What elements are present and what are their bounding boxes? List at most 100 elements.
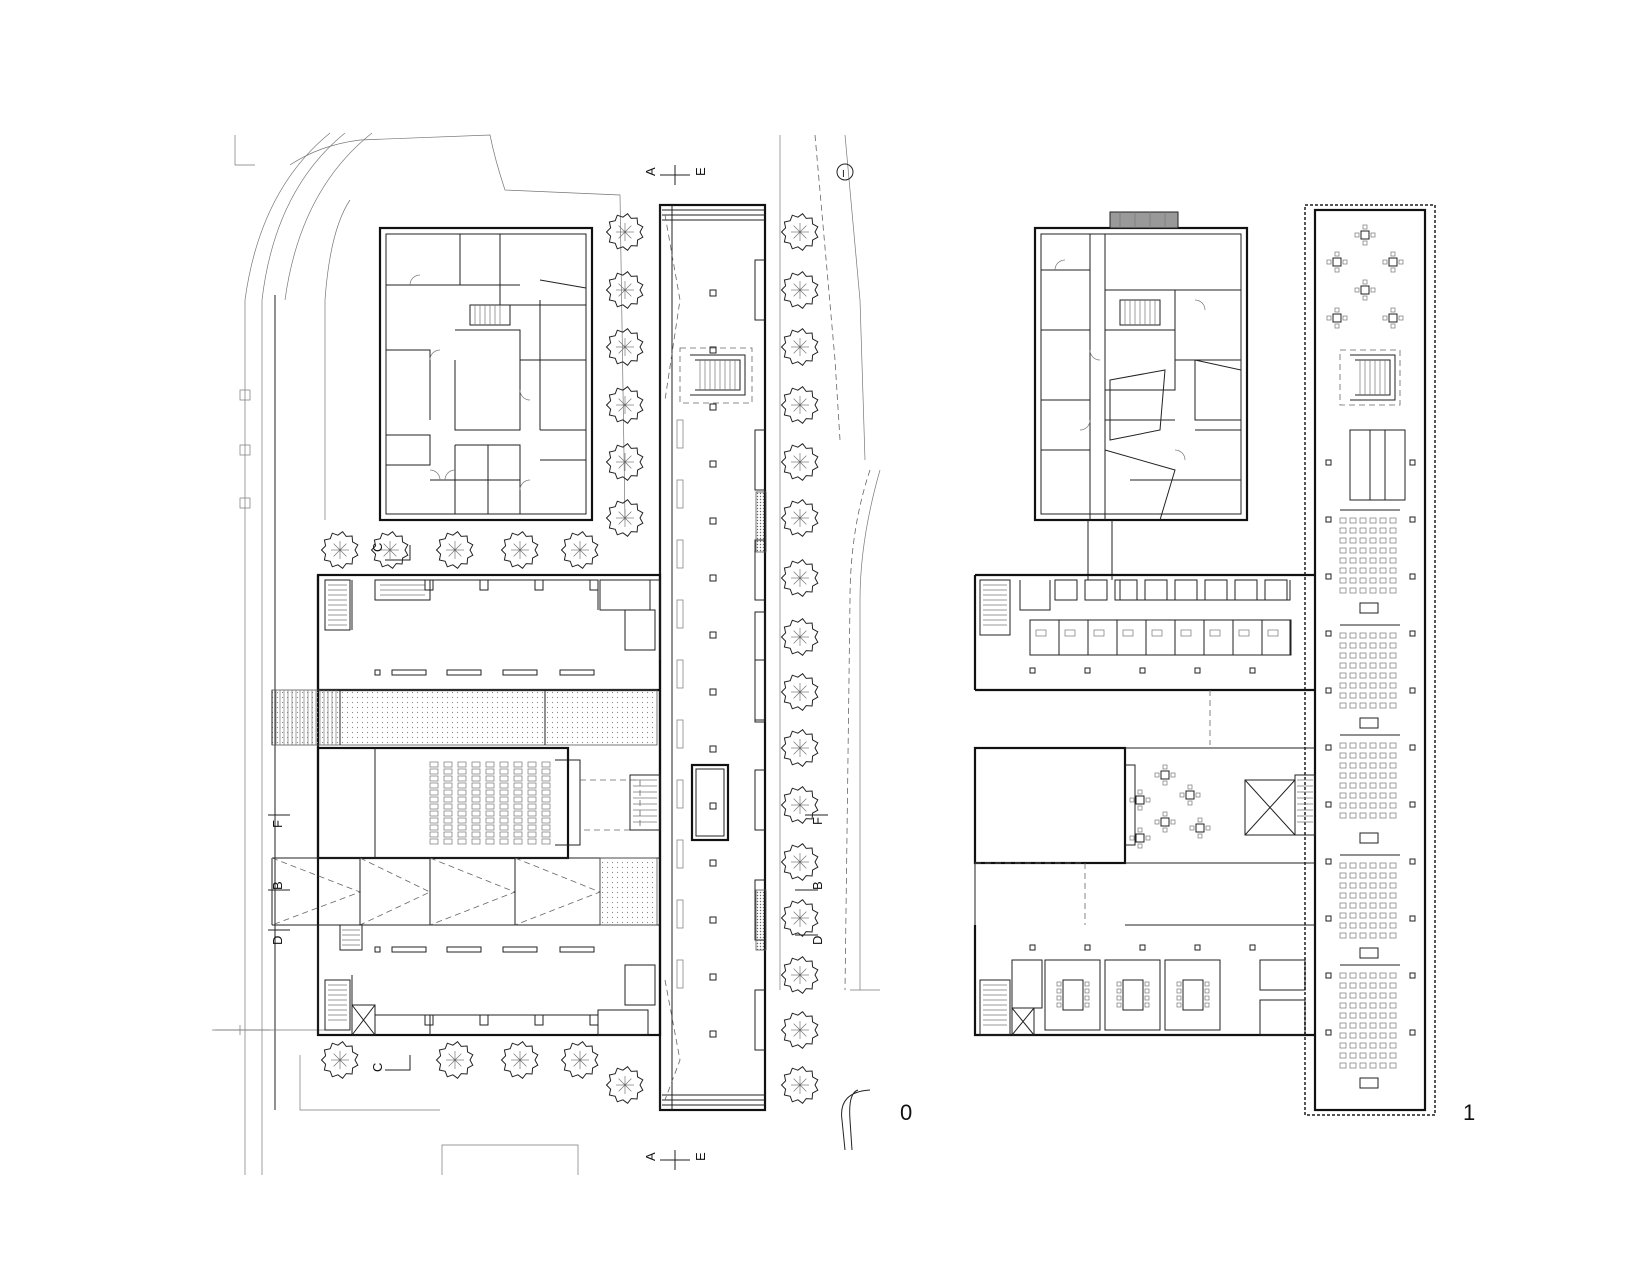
section-mark-C-bottom: C [370,1063,385,1072]
seat-icon [429,810,439,817]
seat-icon [1339,892,1347,899]
seat-icon [1339,802,1347,809]
bench [559,946,595,953]
seat-icon [1359,892,1367,899]
meeting-room [1044,959,1101,1031]
seat-icon [1339,642,1347,649]
seat-icon [1389,782,1397,789]
seat-icon [1369,517,1377,524]
seat-icon [1339,932,1347,939]
seat-icon [1339,527,1347,534]
seat-icon [1349,782,1357,789]
column [1249,667,1256,674]
seat-icon [1359,702,1367,709]
seat-icon [1389,862,1397,869]
seat-icon [1349,517,1357,524]
seat-icon [1369,742,1377,749]
column [709,745,717,753]
seat-icon [527,768,537,775]
seat-icon [1369,682,1377,689]
seat-icon [1349,632,1357,639]
seat-icon [1359,527,1367,534]
seat-icon [1204,981,1210,987]
seat-icon [1369,567,1377,574]
seat-icon [1359,972,1367,979]
office-cell [1087,619,1118,656]
seat-icon [1379,812,1387,819]
tree-icon [780,499,819,537]
seat-icon [1359,557,1367,564]
seat-icon [429,838,439,845]
seat-icon [499,768,509,775]
seat-icon [1349,762,1357,769]
tree-icon [560,1041,599,1079]
seat-icon [1116,1002,1122,1008]
seat-icon [457,796,467,803]
seat-icon [1379,1052,1387,1059]
seat-icon [1084,988,1090,994]
seat-icon [1116,995,1122,1001]
seat-icon [1369,792,1377,799]
seat-icon [1349,692,1357,699]
bench [676,779,684,809]
office-cell [1261,619,1292,656]
seat-icon [1389,672,1397,679]
first-floor-plan: 1 [973,204,1475,1125]
seat-icon [471,838,481,845]
seat-icon [1379,782,1387,789]
seat-icon [1369,782,1377,789]
seat-icon [1339,557,1347,564]
seat-icon [527,775,537,782]
desk [1238,629,1250,637]
seat-icon [1389,692,1397,699]
seat-icon [1359,792,1367,799]
seat-icon [1389,892,1397,899]
seat-icon [429,824,439,831]
seat-icon [541,817,551,824]
seat-icon [485,810,495,817]
seat-icon [1349,527,1357,534]
seat-icon [1339,537,1347,544]
column [1194,944,1201,951]
column [709,631,717,639]
seat-icon [1369,932,1377,939]
seat-icon [541,824,551,831]
seat-icon [1379,752,1387,759]
lectern [1359,602,1379,614]
seat-icon [1379,557,1387,564]
seat-icon [1379,692,1387,699]
bench [502,669,538,676]
seat-icon [1339,1052,1347,1059]
section-mark-D-right: D [810,936,825,945]
seat-icon [1389,577,1397,584]
tree-icon [605,328,644,366]
seat-icon [513,768,523,775]
seat-icon [1389,702,1397,709]
section-mark-F-left: F [270,820,285,828]
seat-icon [1359,772,1367,779]
seat-icon [1359,752,1367,759]
seat-icon [1379,1022,1387,1029]
office-cell [1174,579,1198,601]
seat-icon [1389,912,1397,919]
seat-icon [1359,692,1367,699]
column [424,1014,434,1026]
column [1325,1029,1332,1036]
seat-icon [499,831,509,838]
seat-icon [1359,642,1367,649]
tree-icon [320,1041,359,1079]
tree-icon [435,531,474,569]
seat-icon [471,789,481,796]
seat-icon [1339,882,1347,889]
seat-icon [443,838,453,845]
seat-icon [1349,902,1357,909]
seat-icon [1369,762,1377,769]
column [534,579,544,591]
seat-icon [1359,782,1367,789]
seat-icon [1359,652,1367,659]
column [709,517,717,525]
north-mark: I [842,169,845,180]
seat-icon [527,824,537,831]
desk [1093,629,1105,637]
